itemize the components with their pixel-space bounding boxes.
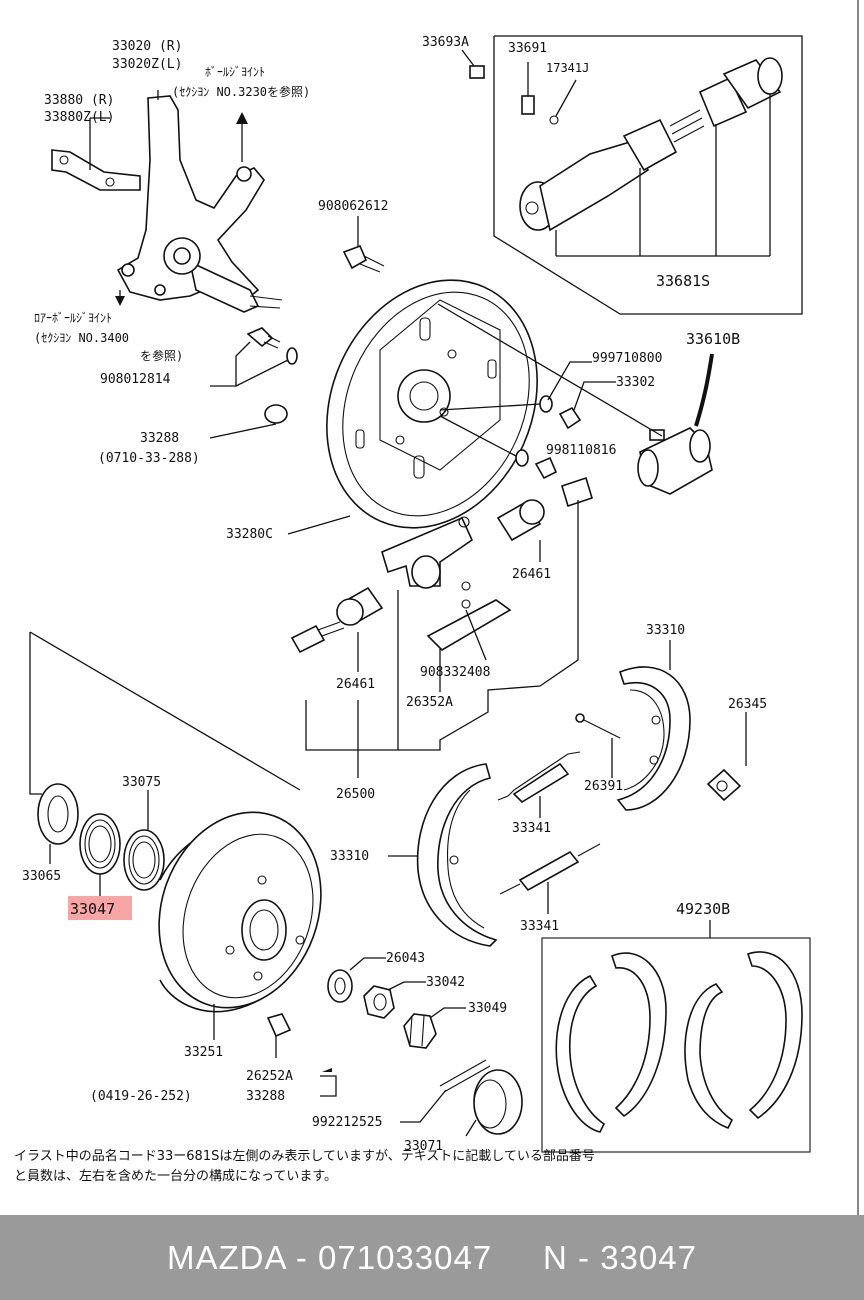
label-908012814: 908012814: [100, 372, 171, 387]
label-908332408: 908332408: [420, 665, 490, 680]
lever-bracket: [381, 516, 474, 589]
cylinder-detail-box: [493, 35, 803, 315]
label-26461-upper: 26461: [512, 567, 551, 582]
plug-26252a: [266, 1013, 292, 1038]
label-33075: 33075: [122, 775, 161, 790]
label-33310-lower: 33310: [330, 849, 369, 864]
hub-cap-33071: [473, 1069, 523, 1135]
label-33341-upper: 33341: [512, 821, 551, 836]
fasteners-cylinder: [515, 395, 582, 480]
label-17341j: 17341J: [546, 61, 589, 75]
shoe-kit-shoes: [555, 951, 803, 1133]
label-33310-upper: 33310: [646, 623, 685, 638]
highlight-33047: [68, 896, 132, 920]
bolt-908012814: [246, 327, 298, 365]
label-ball-joint: ﾎﾞｰﾙｼﾞﾖｲﾝﾄ: [205, 65, 265, 79]
label-lower-joint-ref2: を参照): [140, 348, 183, 363]
label-33610b: 33610B: [686, 330, 740, 348]
label-908062612: 908062612: [318, 199, 388, 214]
footer-part-number: MAZDA - 071033047 N - 33047: [167, 1238, 697, 1276]
cotter-pin-992212525: [439, 1059, 491, 1093]
label-33065: 33065: [22, 869, 61, 884]
label-26352a: 26352A: [406, 695, 453, 710]
label-33288b: 33288: [246, 1089, 285, 1104]
label-33302: 33302: [616, 375, 655, 390]
footer-banner: MAZDA - 071033047 N - 33047: [0, 1215, 864, 1300]
label-33047: 33047: [70, 900, 115, 918]
brake-drum-33251: [158, 811, 322, 1013]
bolt-908062612: [342, 244, 385, 273]
label-26043: 26043: [386, 951, 425, 966]
bearing-33075: [123, 829, 165, 891]
label-998110816: 998110816: [546, 443, 616, 458]
label-26391: 26391: [584, 779, 623, 794]
steering-knuckle: [51, 95, 283, 313]
label-33280c: 33280C: [226, 527, 273, 542]
label-26252a: 26252A: [246, 1069, 293, 1084]
label-26345: 26345: [728, 697, 767, 712]
label-33049: 33049: [468, 1001, 507, 1016]
wheel-cylinder-33610b: [637, 427, 713, 495]
wheel-cylinder-kit: [519, 57, 783, 232]
label-33691: 33691: [508, 41, 547, 56]
brake-shoe-33310-right: [616, 666, 691, 811]
label-33681s: 33681S: [656, 272, 710, 290]
lever-26352a: [426, 581, 512, 652]
nut-33042: [363, 985, 395, 1019]
lock-washer-26043: [327, 969, 353, 1003]
adjuster-26461-lower: [290, 586, 384, 654]
note-line-2: と員数は、左右を含めた一台分の構成になっています。: [14, 1168, 337, 1184]
spring-33341-lower: [499, 843, 601, 895]
label-26461-lower: 26461: [336, 677, 375, 692]
backing-plate: [326, 279, 538, 529]
spring-33341-upper: [497, 751, 581, 804]
label-lower-joint: ﾛｱｰﾎﾞｰﾙｼﾞﾖｲﾝﾄ: [34, 311, 112, 325]
bleeder-screw: [521, 62, 577, 125]
label-33693a: 33693A: [422, 35, 469, 50]
label-ball-joint-ref: (ｾｸｼﾖﾝ NO.3230を参照): [172, 84, 310, 99]
label-33341-lower: 33341: [520, 919, 559, 934]
label-49230b: 49230B: [676, 900, 730, 918]
label-33020r: 33020 (R): [112, 39, 182, 54]
parts-diagram: 33020 (R) 33020Z(L) ﾎﾞｰﾙｼﾞﾖｲﾝﾄ (ｾｸｼﾖﾝ NO…: [14, 0, 859, 1215]
shoe-kit-box: [541, 937, 811, 1153]
label-33288-alt: (0710-33-288): [98, 451, 200, 466]
oil-seal-33065: [37, 783, 79, 845]
anchor-26345: [706, 768, 742, 802]
label-33880r: 33880 (R): [44, 93, 114, 108]
plug-33288: [264, 404, 288, 424]
label-33288: 33288: [140, 431, 179, 446]
label-33071: 33071: [404, 1139, 443, 1154]
label-26500: 26500: [336, 787, 375, 802]
cap-33693a: [469, 65, 485, 79]
label-33042: 33042: [426, 975, 465, 990]
label-999710800: 999710800: [592, 351, 662, 366]
label-992212525: 992212525: [312, 1115, 382, 1130]
label-lower-joint-ref1: (ｾｸｼﾖﾝ NO.3400: [34, 331, 129, 345]
label-33020zl: 33020Z(L): [112, 57, 182, 72]
bearing-33047: [79, 813, 121, 875]
pin-26391: [575, 713, 621, 739]
adjuster-26461-upper: [496, 476, 593, 542]
label-33251: 33251: [184, 1045, 223, 1060]
castle-nut-33049: [403, 1013, 437, 1049]
note-line-1: イラスト中の品名コード33ー681Sは左側のみ表示していますが、テキストに記載し…: [14, 1148, 595, 1164]
brake-shoe-33310-left: [416, 763, 498, 947]
label-0419: (0419-26-252): [90, 1089, 192, 1104]
label-33880zl: 33880Z(L): [44, 110, 114, 125]
